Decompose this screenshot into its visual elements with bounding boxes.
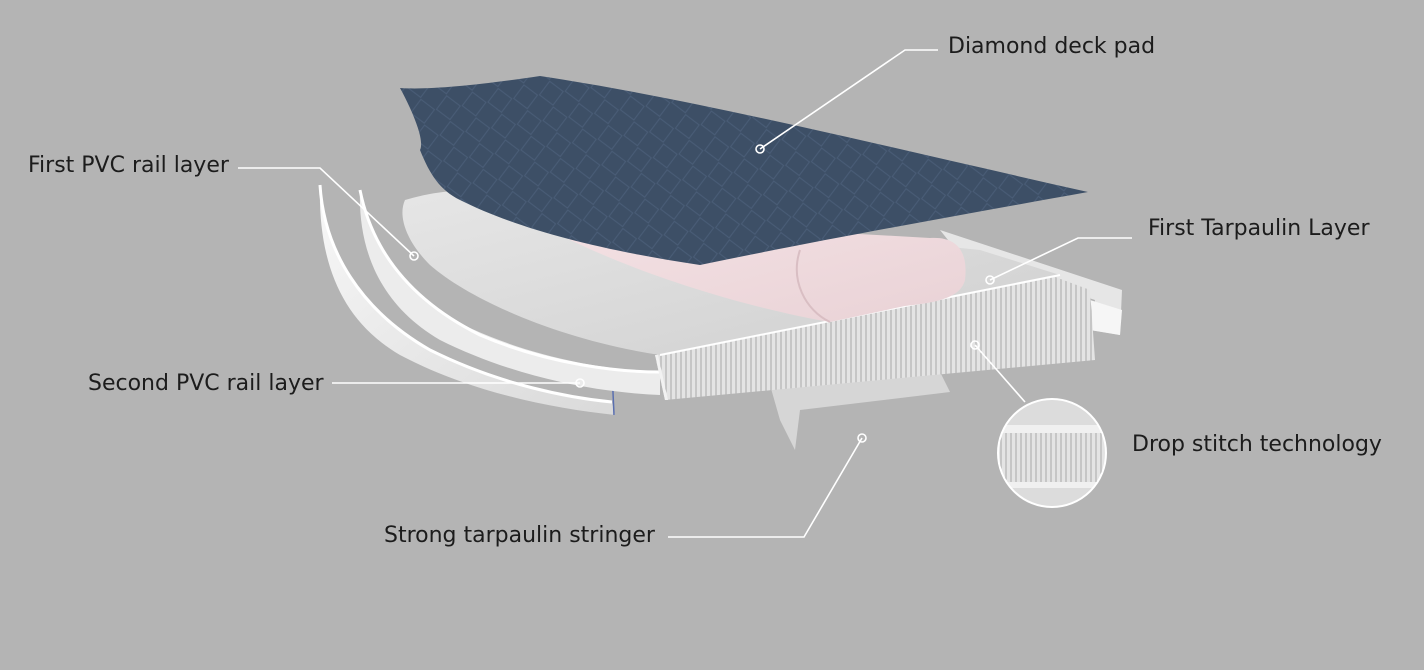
label-second-pvc-rail-layer: Second PVC rail layer — [88, 371, 324, 396]
label-diamond-deck-pad: Diamond deck pad — [948, 34, 1156, 59]
leader-diamond-deck-pad — [759, 49, 938, 150]
diamond-deck-pad-shape — [400, 76, 1088, 265]
leader-first-tarpaulin — [989, 237, 1132, 281]
first-pvc-rail-shape — [359, 190, 660, 395]
stringer-shape — [770, 372, 950, 450]
label-first-tarpaulin-layer: First Tarpaulin Layer — [1148, 216, 1370, 241]
label-drop-stitch-technology: Drop stitch technology — [1132, 432, 1382, 457]
label-first-pvc-rail-layer: First PVC rail layer — [28, 153, 229, 178]
second-pvc-rail-shape — [319, 185, 615, 415]
drop-stitch-core-shape — [655, 275, 1095, 400]
label-strong-tarpaulin-stringer: Strong tarpaulin stringer — [384, 523, 655, 548]
leader-first-pvc-rail — [238, 167, 415, 257]
leader-drop-stitch — [974, 344, 1026, 403]
leader-stringer — [668, 437, 863, 538]
drop-stitch-lens — [998, 399, 1106, 507]
